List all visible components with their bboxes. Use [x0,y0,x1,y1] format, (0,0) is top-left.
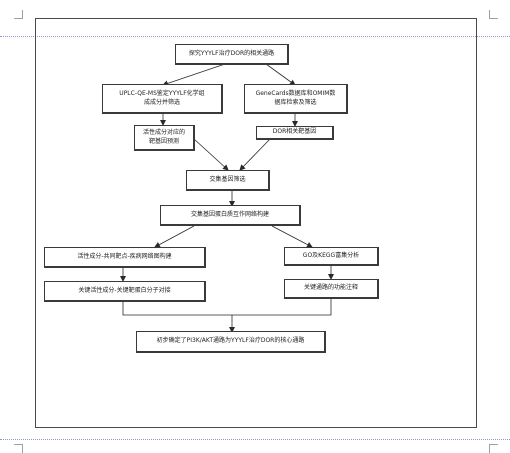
crop-mark-top-right [489,10,498,19]
node-intersection-gene-screening: 交集基因筛选 [186,170,270,191]
crop-mark-bottom-left [14,444,23,453]
diagram-frame [35,18,477,428]
node-go-kegg-enrichment: GO及KEGG富集分析 [284,247,379,266]
node-explore-pathways: 探究YYYLF治疗DOR的相关通路 [175,44,289,65]
node-conclusion-pi3k-akt: 初步确定了PI3K/AKT通路为YYYLF治疗DOR的核心通路 [136,331,326,353]
node-uplc-ms-identification: UPLC-QE-MS鉴定YYYLF化学组 成成分并筛选 [102,84,223,114]
crop-mark-top-left [14,10,23,19]
arrow-active-targets-to-intersection [193,138,229,171]
page-edge-top [0,36,510,37]
node-ingredient-target-disease-network: 活性成分-共同靶点-疾病网络图构建 [44,247,206,268]
node-pathway-function-annotation: 关键通路的功能注释 [284,279,379,299]
node-ppi-network-construction: 交集基因蛋白质互作网络构建 [160,205,301,226]
connector-docking-down [122,301,232,316]
arrow-dor-genes-to-intersection [239,138,271,171]
node-active-ingredient-targets: 活性成分对应的 靶基因预测 [134,125,195,151]
arrow-explore-to-uplc [162,63,226,87]
arrow-ppi-to-go-kegg [271,225,313,248]
arrow-ppi-to-network [154,225,195,248]
arrow-explore-to-genecards [265,63,296,86]
node-dor-related-genes: DOR相关靶基因 [256,126,334,140]
node-molecular-docking: 关键活性成分-关键靶蛋白分子对接 [44,281,206,302]
connector-annotation-down [232,298,332,316]
page-edge-bottom [0,439,510,440]
crop-mark-bottom-right [489,444,498,453]
node-genecards-omim-search: GeneCards数据库和OMIM数 据库检索及筛选 [244,84,348,114]
